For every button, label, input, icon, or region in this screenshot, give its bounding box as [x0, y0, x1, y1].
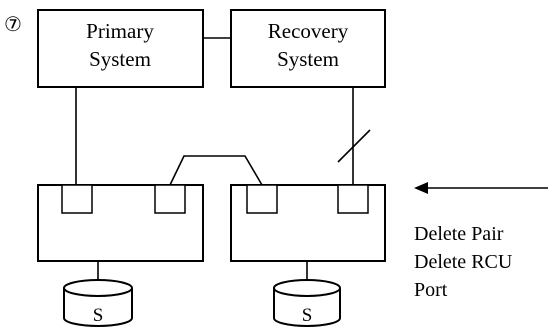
left-disk-top [63, 279, 133, 297]
recovery-storage-port-right [337, 184, 369, 214]
recovery-storage-subsystem [230, 184, 386, 262]
operation-arrow [414, 182, 548, 194]
primary-system-label-line2: System [89, 47, 151, 71]
operation-arrow-head [414, 182, 428, 194]
recovery-system-label-line2: System [277, 47, 339, 71]
right-secondary-volume: S [273, 279, 341, 327]
recovery-system-host: Recovery System [230, 9, 386, 88]
primary-storage-port-right [154, 184, 186, 214]
primary-storage-subsystem [37, 184, 204, 262]
left-disk-label: S [93, 305, 104, 326]
primary-storage-port-left [61, 184, 93, 214]
left-disk-body [63, 288, 133, 327]
right-disk-body [273, 288, 341, 327]
link-break-mark [337, 129, 371, 163]
primary-system-box [37, 9, 204, 88]
primary-system-host: Primary System [37, 9, 204, 88]
recovery-storage-port-left [246, 184, 278, 214]
right-disk-label: S [302, 305, 313, 326]
operation-label-line3: Port [414, 279, 448, 301]
right-disk-top [273, 279, 341, 297]
left-secondary-volume: S [63, 279, 133, 327]
step-marker: ⑦ [4, 14, 22, 36]
operation-label-line2: Delete RCU [414, 251, 513, 273]
recovery-system-label-line1: Recovery [268, 19, 349, 43]
operation-label-line1: Delete Pair [414, 223, 504, 245]
remote-copy-link [169, 155, 263, 186]
recovery-system-box [230, 9, 386, 88]
primary-system-label-line1: Primary [86, 19, 154, 43]
